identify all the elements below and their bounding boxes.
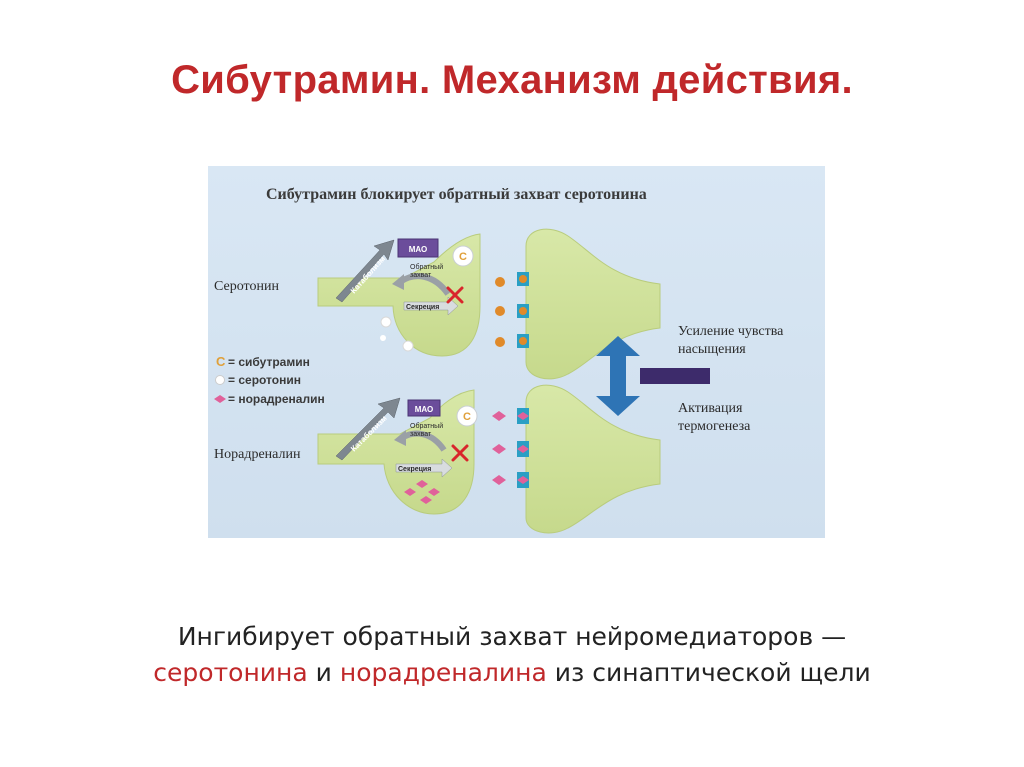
noradrenaline-synaptic — [492, 444, 506, 454]
postsynaptic-neuron-top — [525, 228, 661, 380]
legend-serotonin-text: = серотонин — [228, 373, 301, 387]
caption-tail: из синаптической щели — [554, 658, 871, 687]
wrapped-line: захват — [410, 431, 432, 438]
legend-drug-text: = сибутрамин — [228, 355, 310, 369]
diagram-panel — [208, 166, 825, 538]
reuptake-label-bottom: Обратный захват — [410, 422, 445, 438]
caption-serotonin: серотонина — [153, 658, 308, 687]
reuptake-arrowhead-top — [392, 274, 404, 290]
legend-drug-symbol: С — [216, 354, 226, 369]
diagram-title: Сибутрамин блокирует обратный захват сер… — [266, 186, 647, 203]
legend-serotonin-symbol — [215, 375, 225, 385]
diagram-canvas: Сибутрамин блокирует обратный захват сер… — [208, 166, 825, 538]
double-arrow — [596, 336, 640, 416]
catabolism-arrow-top — [335, 239, 395, 303]
presynaptic-neuron-top — [317, 233, 481, 357]
block-mark-bottom — [451, 444, 469, 462]
mao-box-bottom — [407, 399, 441, 417]
effect-bottom-text-span: Активация — [678, 401, 743, 416]
caption-and: и — [315, 658, 332, 687]
postsynaptic-neuron-bottom — [525, 384, 661, 534]
sibutramine-marker-top — [452, 245, 474, 267]
effect-top-text: Усиление чувства насыщения — [678, 324, 787, 357]
mao-label-top: МАО — [409, 245, 428, 254]
catabolism-arrow-bottom — [335, 397, 401, 461]
presynaptic-neuron-bottom — [317, 389, 475, 515]
noradrenaline-molecule — [428, 488, 440, 496]
sibutramine-letter-top: С — [459, 251, 467, 263]
noradrenaline-molecule — [420, 496, 432, 504]
caption: Ингибирует обратный захват нейромедиатор… — [0, 619, 1024, 691]
reuptake-text-top: Обратный — [410, 263, 443, 271]
receptor-bound-top — [519, 337, 527, 345]
secretion-label-top: Секреция — [406, 304, 439, 311]
serotonin-synaptic — [495, 277, 505, 287]
caption-line-2: серотонина и норадреналина из синаптичес… — [0, 655, 1024, 691]
block-mark-top — [446, 286, 464, 304]
reuptake-text-bottom: Обратный — [410, 422, 443, 430]
noradrenaline-synaptic — [492, 411, 506, 421]
serotonin-molecule — [380, 335, 386, 341]
serotonin-molecule — [402, 340, 414, 352]
mechanism-diagram: Сибутрамин блокирует обратный захват сер… — [208, 166, 825, 538]
secretion-arrow-bottom — [395, 458, 453, 478]
receptor-bound-top — [519, 307, 527, 315]
effect-top-text-span: Усиление чувства — [678, 324, 784, 339]
caption-noradrenaline: норадреналина — [339, 658, 547, 687]
wrapped-line: насыщения — [678, 342, 746, 357]
reuptake-label-top: Обратный захват — [410, 263, 445, 279]
slide-title: Сибутрамин. Механизм действия. — [171, 58, 853, 102]
caption-line-1: Ингибирует обратный захват нейромедиатор… — [177, 622, 847, 651]
reuptake-arrowhead-bottom — [394, 430, 406, 446]
noradrenaline-molecule — [416, 480, 428, 488]
wrapped-line: захват — [410, 272, 432, 279]
wrapped-line: термогенеза — [678, 419, 751, 434]
row-label-serotonin: Серотонин — [214, 279, 279, 294]
serotonin-molecule — [380, 316, 392, 328]
noradrenaline-molecule — [404, 488, 416, 496]
noradrenaline-synaptic — [492, 475, 506, 485]
serotonin-synaptic — [495, 306, 505, 316]
effect-bottom-text: Активация термогенеза — [678, 401, 751, 434]
effect-bar — [640, 368, 710, 384]
legend-noradrenaline-symbol — [214, 395, 226, 403]
sibutramine-letter-bottom: С — [463, 411, 471, 423]
receptor-bound-top — [519, 275, 527, 283]
sibutramine-marker-bottom — [456, 405, 478, 427]
receptor-bound-bottom — [517, 412, 529, 420]
secretion-label-bottom: Секреция — [398, 466, 431, 473]
receptor-bound-bottom — [517, 476, 529, 484]
receptor-bound-bottom — [517, 445, 529, 453]
serotonin-synaptic — [495, 337, 505, 347]
mao-label-bottom: МАО — [415, 405, 434, 414]
legend-noradrenaline-text: = норадреналин — [228, 392, 325, 406]
row-label-noradrenaline: Норадреналин — [214, 447, 301, 462]
mao-box-top — [397, 238, 439, 258]
